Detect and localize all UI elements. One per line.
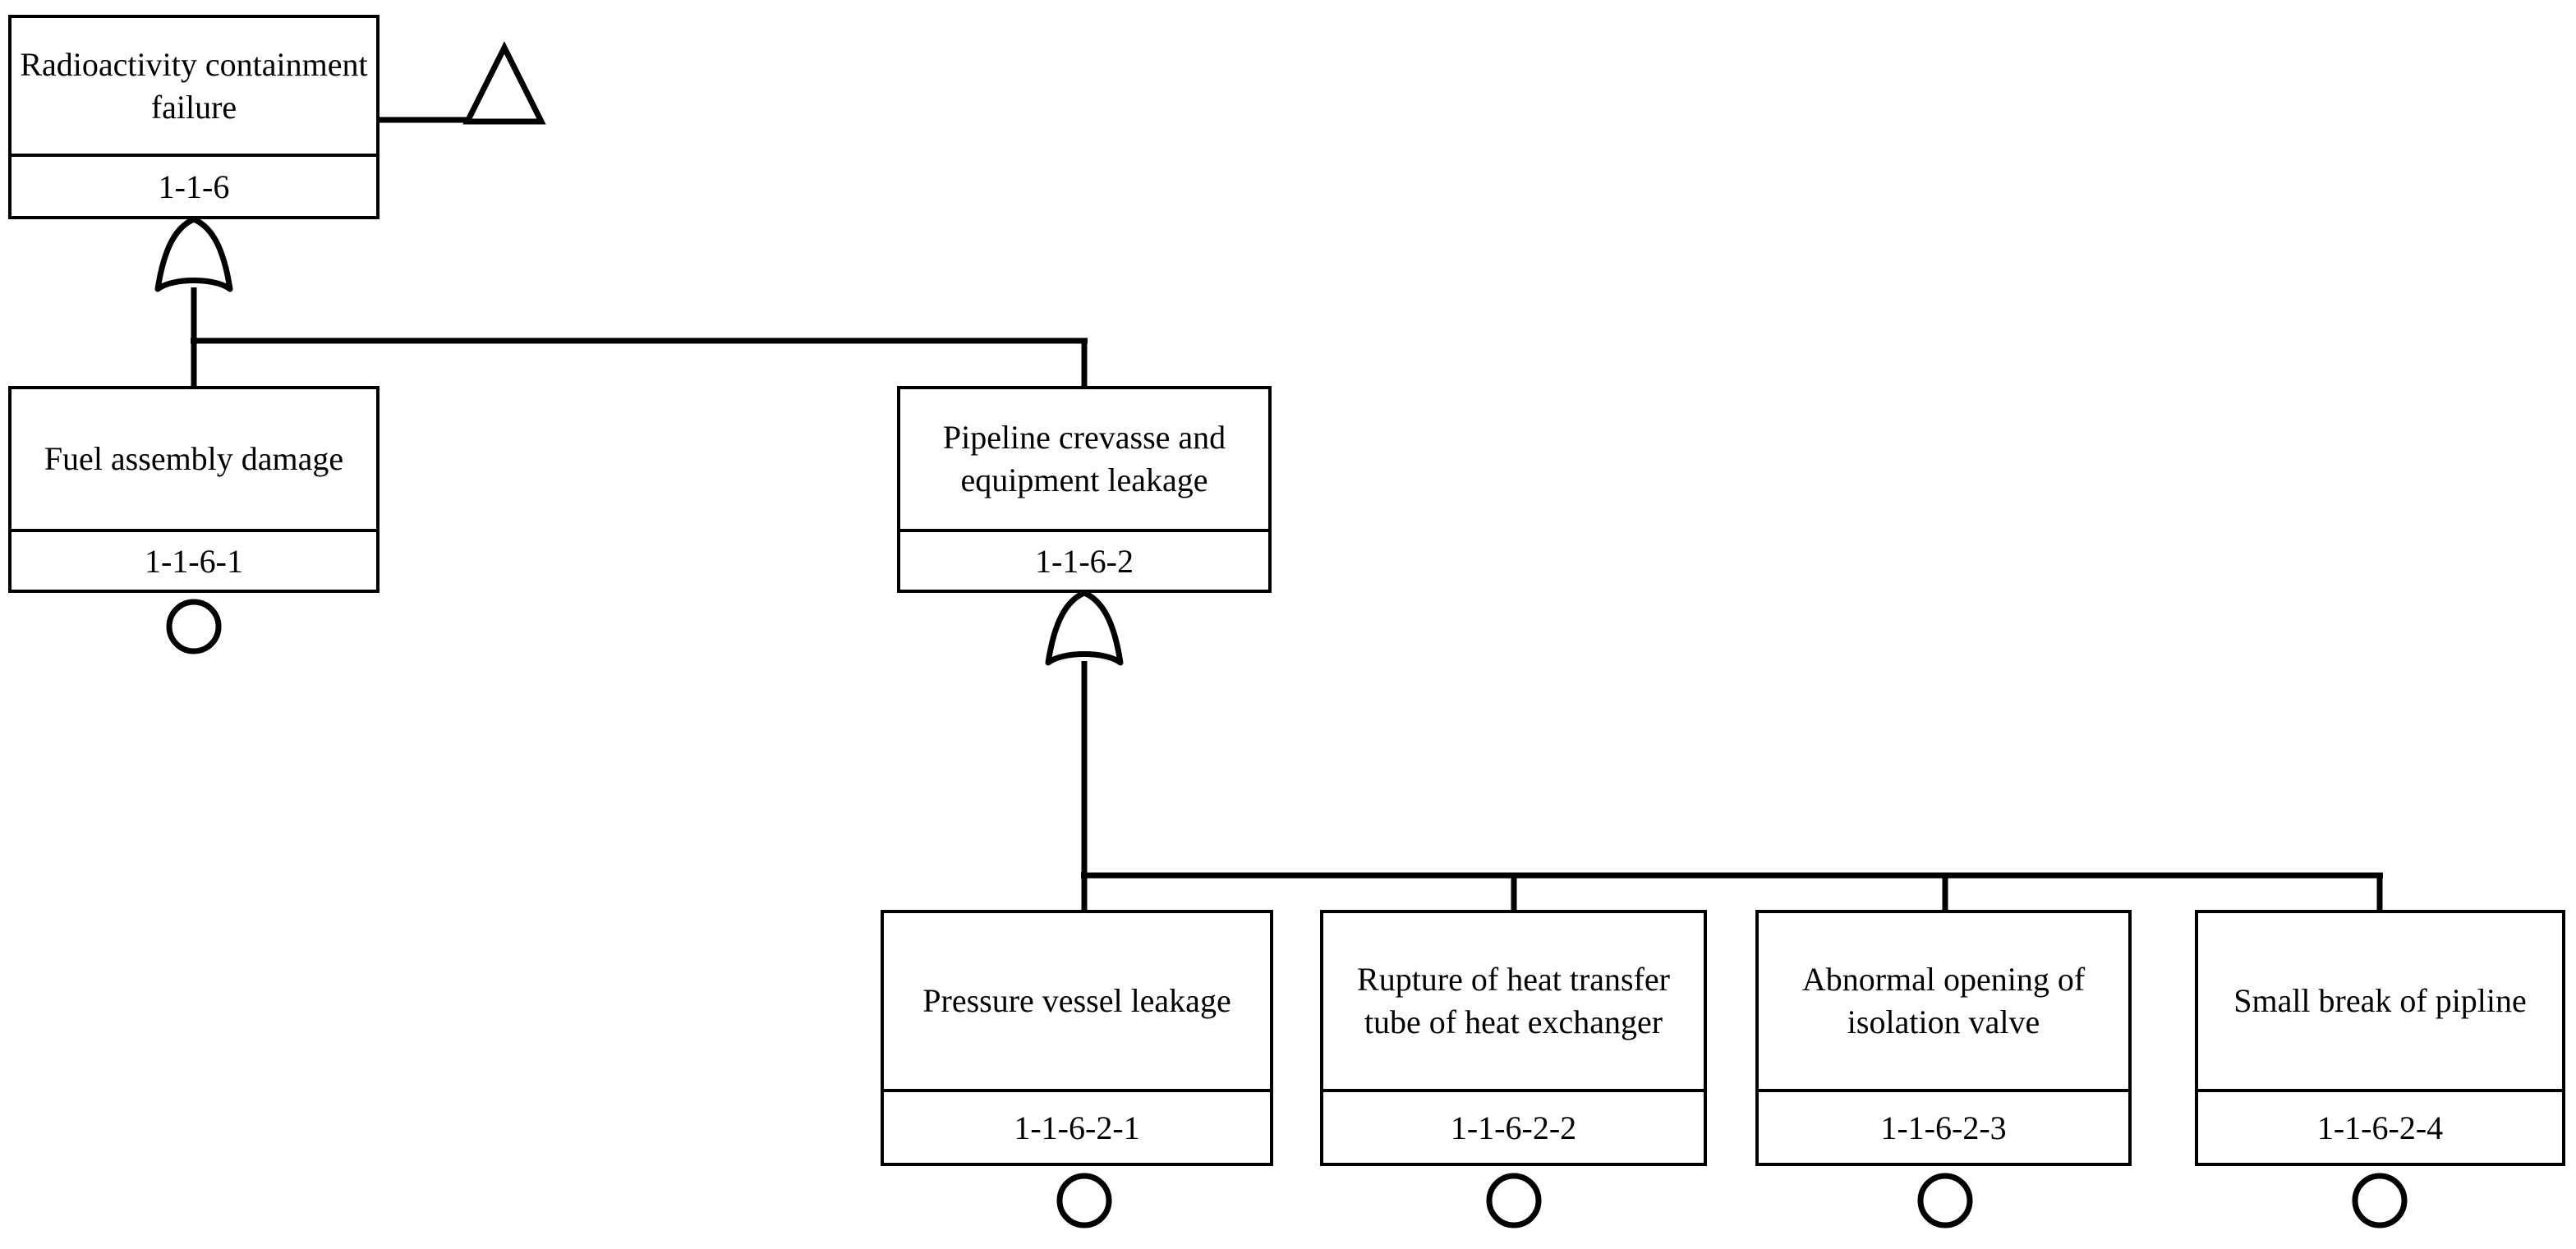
node-description: Fuel assembly damage [44,440,344,477]
node-1-1-6-2[interactable]: Pipeline crevasse and equipment leakage … [897,386,1272,593]
node-description: Small break of pipline [2233,982,2527,1019]
node-code: 1-1-6 [12,154,376,216]
node-1-1-6[interactable]: Radioactivity containment failure 1-1-6 [8,15,380,219]
basic-event-circle-1-1-6-2-3 [1917,1173,1973,1228]
node-1-1-6-1[interactable]: Fuel assembly damage 1-1-6-1 [8,386,380,593]
or-gate-icon-mid [1045,590,1124,666]
node-description: Radioactivity containment failure [20,45,368,126]
node-code: 1-1-6-2-1 [884,1089,1270,1163]
node-description: Pipeline crevasse and equipment leakage [942,419,1226,498]
node-code: 1-1-6-2-2 [1323,1089,1704,1163]
node-description: Pressure vessel leakage [922,982,1231,1019]
node-description: Abnormal opening of isolation valve [1801,961,2086,1040]
basic-event-circle-1-1-6-2-4 [2352,1173,2408,1228]
or-gate-icon-top [154,216,233,292]
basic-event-circle-1-1-6-2-2 [1486,1173,1542,1228]
node-1-1-6-2-4[interactable]: Small break of pipline 1-1-6-2-4 [2195,910,2565,1166]
basic-event-circle-1-1-6-1 [166,599,222,654]
node-code: 1-1-6-2-3 [1759,1089,2128,1163]
basic-event-circle-1-1-6-2-1 [1056,1173,1112,1228]
node-code: 1-1-6-1 [12,529,376,590]
transfer-triangle-icon [462,41,546,125]
node-code: 1-1-6-2 [900,529,1268,590]
node-code: 1-1-6-2-4 [2198,1089,2562,1163]
node-1-1-6-2-2[interactable]: Rupture of heat transfer tube of heat ex… [1320,910,1707,1166]
node-1-1-6-2-1[interactable]: Pressure vessel leakage 1-1-6-2-1 [881,910,1273,1166]
node-1-1-6-2-3[interactable]: Abnormal opening of isolation valve 1-1-… [1755,910,2132,1166]
node-description: Rupture of heat transfer tube of heat ex… [1357,961,1670,1040]
